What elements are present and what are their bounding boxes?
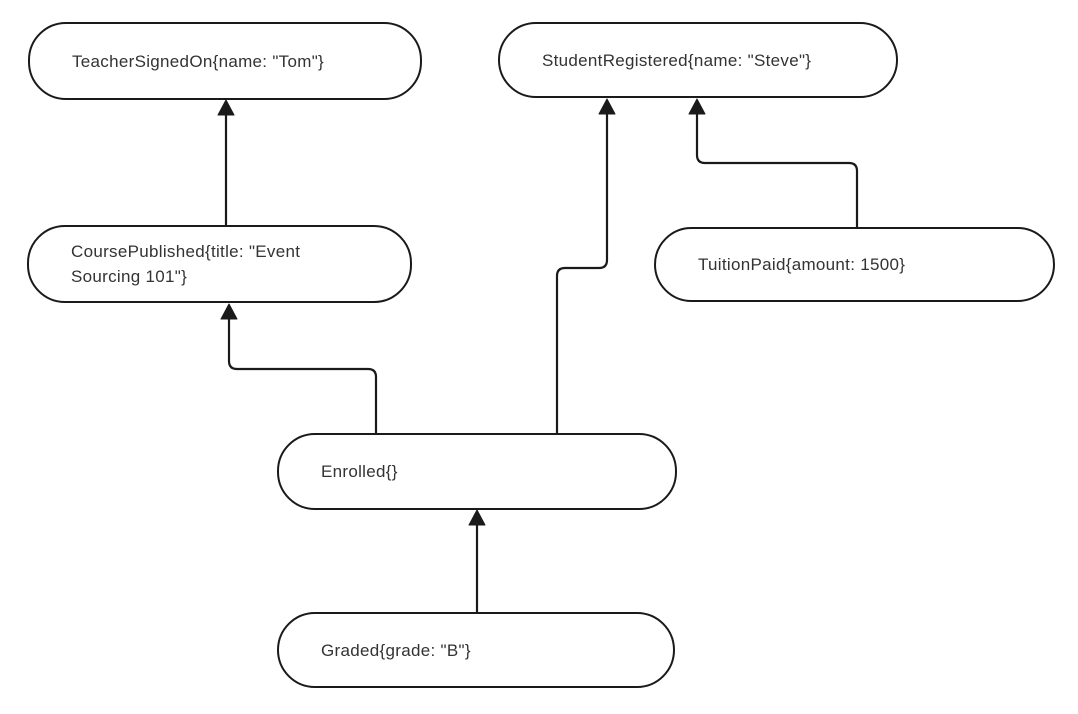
node-label: Enrolled{}	[321, 462, 398, 481]
edge-course-published-to-teacher-signed-on	[217, 99, 235, 225]
edge-graded-to-enrolled	[468, 509, 486, 612]
node-course-published: CoursePublished{title: "Event Sourcing 1…	[27, 225, 412, 303]
edge-line	[555, 114, 609, 433]
arrow-up-icon	[688, 98, 706, 115]
node-label: Graded{grade: "B"}	[321, 640, 471, 660]
arrow-up-icon	[217, 99, 235, 116]
node-tuition-paid: TuitionPaid{amount: 1500}	[654, 227, 1055, 302]
edge-line	[227, 319, 378, 433]
arrow-up-icon	[468, 509, 486, 526]
node-label: TeacherSignedOn{name: "Tom"}	[72, 51, 325, 71]
node-graded: Graded{grade: "B"}	[277, 612, 675, 688]
node-teacher-signed-on: TeacherSignedOn{name: "Tom"}	[28, 22, 422, 100]
node-label-line-2: Sourcing 101"}	[71, 267, 188, 286]
arrow-up-icon	[598, 98, 616, 115]
node-student-registered: StudentRegistered{name: "Steve"}	[498, 22, 898, 98]
node-label-line-1: CoursePublished{title: "Event	[71, 242, 301, 261]
edge-tuition-paid-to-student-registered	[688, 98, 859, 228]
edge-enrolled-to-student-registered	[555, 98, 616, 433]
node-label: CoursePublished{title: "Event Sourcing 1…	[71, 239, 300, 289]
edge-line	[695, 114, 859, 228]
node-enrolled: Enrolled{}	[277, 433, 677, 510]
edge-enrolled-to-course-published	[220, 303, 378, 433]
arrow-up-icon	[220, 303, 238, 320]
node-label: StudentRegistered{name: "Steve"}	[542, 50, 812, 70]
node-label: TuitionPaid{amount: 1500}	[698, 255, 906, 274]
